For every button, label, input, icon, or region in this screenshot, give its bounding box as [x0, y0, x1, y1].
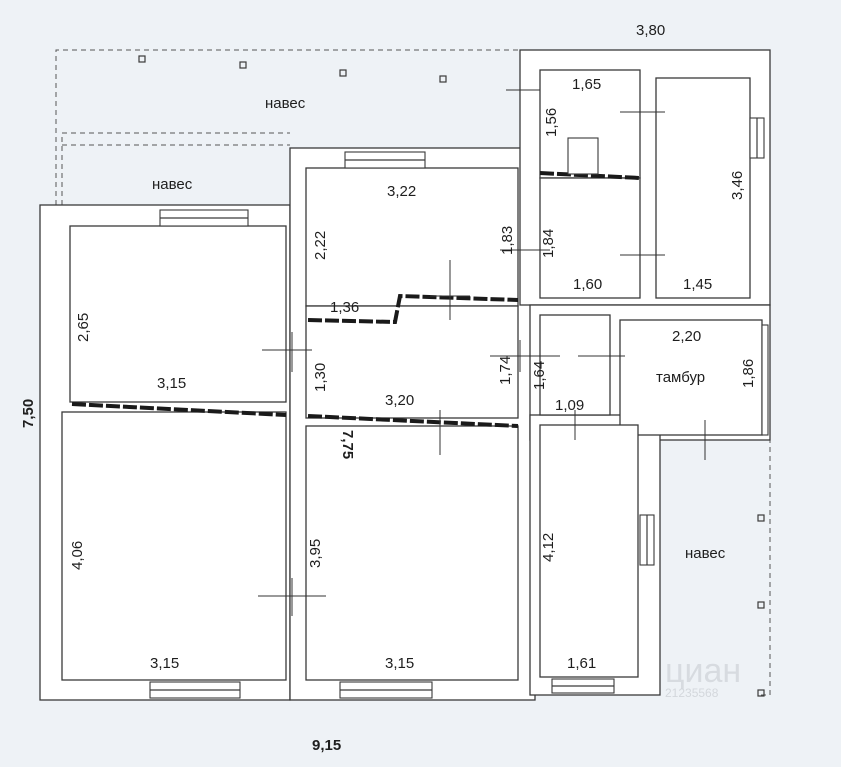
door-marks [258, 89, 706, 616]
watermark-id: 21235568 [665, 686, 719, 700]
room-top-left [69, 225, 287, 403]
dim-1-09: 1,09 [555, 397, 584, 414]
hall-small [539, 314, 611, 416]
dim-1-60: 1,60 [573, 276, 602, 293]
dim-1-36: 1,36 [330, 299, 359, 316]
dim-top-right-width: 3,80 [636, 22, 665, 39]
corridor-center [305, 305, 519, 419]
label-tambur: тамбур [656, 369, 705, 386]
dim-1-83: 1,83 [499, 226, 516, 255]
dim-3-22: 3,22 [387, 183, 416, 200]
room-small [539, 177, 641, 299]
dim-3-20: 3,20 [385, 392, 414, 409]
dim-3-15-bottom-center: 3,15 [385, 655, 414, 672]
dim-2-20: 2,20 [672, 328, 701, 345]
dim-4-06: 4,06 [69, 541, 86, 570]
room-bottom-right [539, 424, 639, 678]
tambur-room [619, 319, 763, 436]
dim-2-22: 2,22 [312, 231, 329, 260]
watermark: циан 21235568 [665, 652, 741, 700]
dim-1-30: 1,30 [312, 363, 329, 392]
dim-2-65: 2,65 [75, 313, 92, 342]
dim-1-56: 1,56 [543, 108, 560, 137]
label-naves-right: навес [685, 545, 726, 562]
labels: навес навес навес тамбур 3,80 9,15 7,50 … [20, 22, 757, 754]
windows [149, 117, 769, 699]
dim-3-95: 3,95 [307, 539, 324, 568]
dim-total-height: 7,50 [20, 399, 37, 428]
watermark-brand: циан [665, 652, 741, 690]
dim-total-width: 9,15 [312, 737, 341, 754]
dim-1-65: 1,65 [572, 76, 601, 93]
room-bottom-left [61, 411, 287, 681]
dim-4-12: 4,12 [540, 533, 557, 562]
dim-center-height: 7,75 [339, 430, 356, 459]
dim-3-15-top: 3,15 [157, 375, 186, 392]
label-naves-left: навес [152, 176, 193, 193]
label-naves-top: навес [265, 95, 306, 112]
dim-3-46: 3,46 [729, 171, 746, 200]
dim-1-84: 1,84 [540, 229, 557, 258]
dim-1-45: 1,45 [683, 276, 712, 293]
room-right [655, 77, 751, 299]
room-top-center [305, 167, 519, 307]
dim-1-86: 1,86 [740, 359, 757, 388]
dim-1-61: 1,61 [567, 655, 596, 672]
room-bottom-center [305, 425, 519, 681]
partitions [71, 171, 641, 428]
dim-3-15-bottom-left: 3,15 [150, 655, 179, 672]
canopy-outlines [55, 49, 771, 697]
rooms [61, 69, 763, 681]
dim-1-74: 1,74 [497, 356, 514, 385]
dim-1-64: 1,64 [531, 361, 548, 390]
